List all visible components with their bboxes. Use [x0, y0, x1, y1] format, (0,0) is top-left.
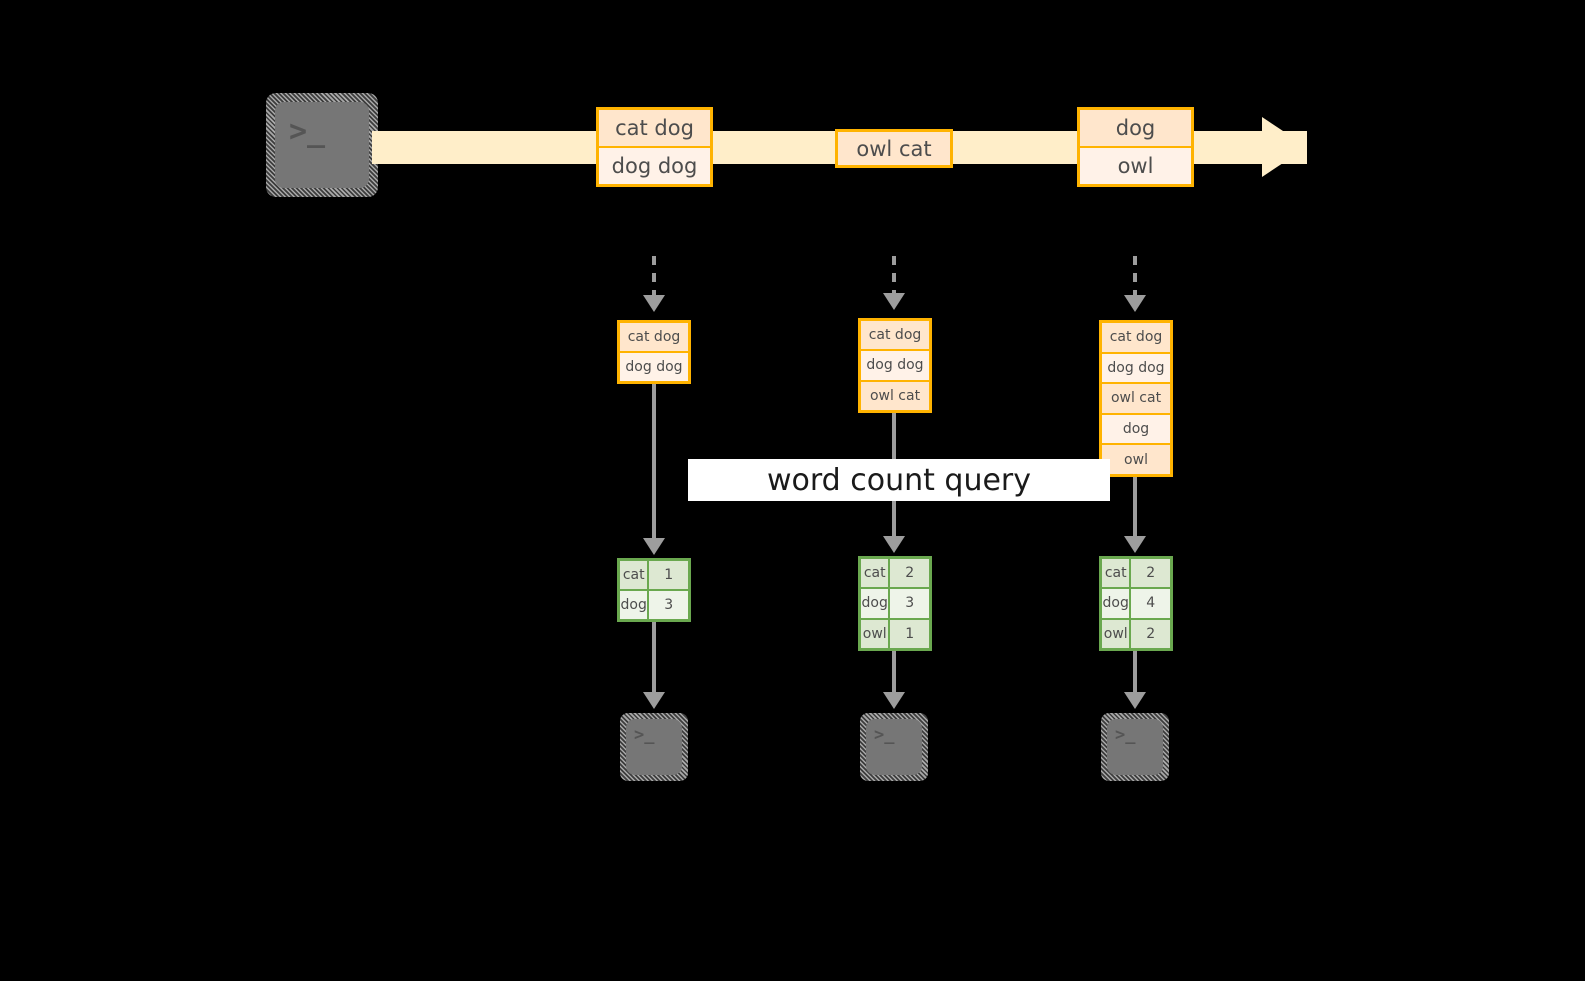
stream-line: cat dog: [1102, 323, 1170, 352]
word-cell: owl: [1102, 619, 1130, 648]
terminal-screen: >_: [866, 719, 922, 775]
snapshot-1-output-line: [652, 622, 656, 695]
stream-line: dog dog: [861, 349, 929, 380]
snapshot-2-query-arrowhead: [883, 536, 905, 553]
count-cell: 1: [647, 561, 688, 589]
snapshot-1-consumer-terminal-icon: >_: [620, 713, 688, 781]
word-cell: owl: [861, 619, 889, 648]
snapshot-2-output-line: [892, 651, 896, 695]
stream-line: owl: [1102, 443, 1170, 474]
table-row: dog 3: [861, 587, 929, 618]
word-cell: cat: [620, 561, 648, 589]
terminal-prompt-glyph: >_: [289, 114, 326, 149]
snapshot-1-feed-line: [652, 256, 656, 298]
query-label-band: word count query: [688, 459, 1110, 501]
word-cell: dog: [861, 589, 889, 618]
count-cell: 2: [1129, 559, 1170, 588]
timeline-event-group-2: owl cat: [835, 129, 953, 168]
word-cell: dog: [620, 591, 648, 619]
snapshot-2-output-arrowhead: [883, 692, 905, 709]
terminal-screen: >_: [1107, 719, 1163, 775]
word-cell: cat: [861, 559, 889, 588]
word-cell: cat: [1102, 559, 1130, 588]
count-cell: 2: [1129, 619, 1170, 648]
event-line: owl cat: [838, 132, 950, 165]
stream-line: cat dog: [620, 323, 688, 351]
table-row: dog 4: [1102, 587, 1170, 618]
snapshot-3-consumer-terminal-icon: >_: [1101, 713, 1169, 781]
snapshot-3-output-arrowhead: [1124, 692, 1146, 709]
stream-line: cat dog: [861, 321, 929, 350]
timeline-arrow-head: [1262, 117, 1307, 177]
terminal-screen: >_: [626, 719, 682, 775]
count-cell: 2: [888, 559, 929, 588]
snapshot-2-result-table: cat 2 dog 3 owl 1: [858, 556, 932, 651]
snapshot-1-query-line: [652, 384, 656, 541]
event-line: cat dog: [599, 110, 710, 146]
snapshot-1-feed-arrowhead: [643, 295, 665, 312]
count-cell: 4: [1129, 589, 1170, 618]
snapshot-2-stream-box: cat dog dog dog owl cat: [858, 318, 932, 413]
snapshot-1-stream-box: cat dog dog dog: [617, 320, 691, 384]
event-line: owl: [1080, 146, 1191, 184]
snapshot-1-result-table: cat 1 dog 3: [617, 558, 691, 622]
producer-terminal-icon: >_: [266, 93, 378, 197]
snapshot-1-query-arrowhead: [643, 538, 665, 555]
event-line: dog: [1080, 110, 1191, 146]
snapshot-3-feed-line: [1133, 256, 1137, 298]
word-cell: dog: [1102, 589, 1130, 618]
stream-line: owl cat: [1102, 382, 1170, 413]
table-row: owl 2: [1102, 617, 1170, 648]
snapshot-3-stream-box: cat dog dog dog owl cat dog owl: [1099, 320, 1173, 477]
stream-line: dog dog: [1102, 351, 1170, 383]
terminal-prompt-glyph: >_: [1115, 725, 1136, 745]
terminal-screen: >_: [275, 102, 369, 188]
snapshot-3-output-line: [1133, 651, 1137, 695]
query-label-text: word count query: [766, 462, 1032, 498]
count-cell: 3: [647, 591, 688, 619]
event-line: dog dog: [599, 146, 710, 184]
snapshot-2-feed-arrowhead: [883, 293, 905, 310]
count-cell: 3: [888, 589, 929, 618]
timeline-event-group-1: cat dog dog dog: [596, 107, 713, 187]
stream-line: dog: [1102, 412, 1170, 444]
snapshot-1-output-arrowhead: [643, 692, 665, 709]
stream-line: owl cat: [861, 379, 929, 410]
count-cell: 1: [888, 619, 929, 648]
snapshot-3-query-arrowhead: [1124, 536, 1146, 553]
snapshot-3-result-table: cat 2 dog 4 owl 2: [1099, 556, 1173, 651]
table-row: cat 2: [1102, 559, 1170, 588]
snapshot-2-consumer-terminal-icon: >_: [860, 713, 928, 781]
snapshot-3-feed-arrowhead: [1124, 295, 1146, 312]
terminal-prompt-glyph: >_: [874, 725, 895, 745]
table-row: cat 2: [861, 559, 929, 588]
timeline-event-group-3: dog owl: [1077, 107, 1194, 187]
snapshot-2-feed-line: [892, 256, 896, 296]
stream-line: dog dog: [620, 351, 688, 381]
table-row: owl 1: [861, 617, 929, 648]
snapshot-3-query-line: [1133, 477, 1137, 539]
terminal-prompt-glyph: >_: [634, 725, 655, 745]
table-row: cat 1: [620, 561, 688, 589]
table-row: dog 3: [620, 589, 688, 619]
